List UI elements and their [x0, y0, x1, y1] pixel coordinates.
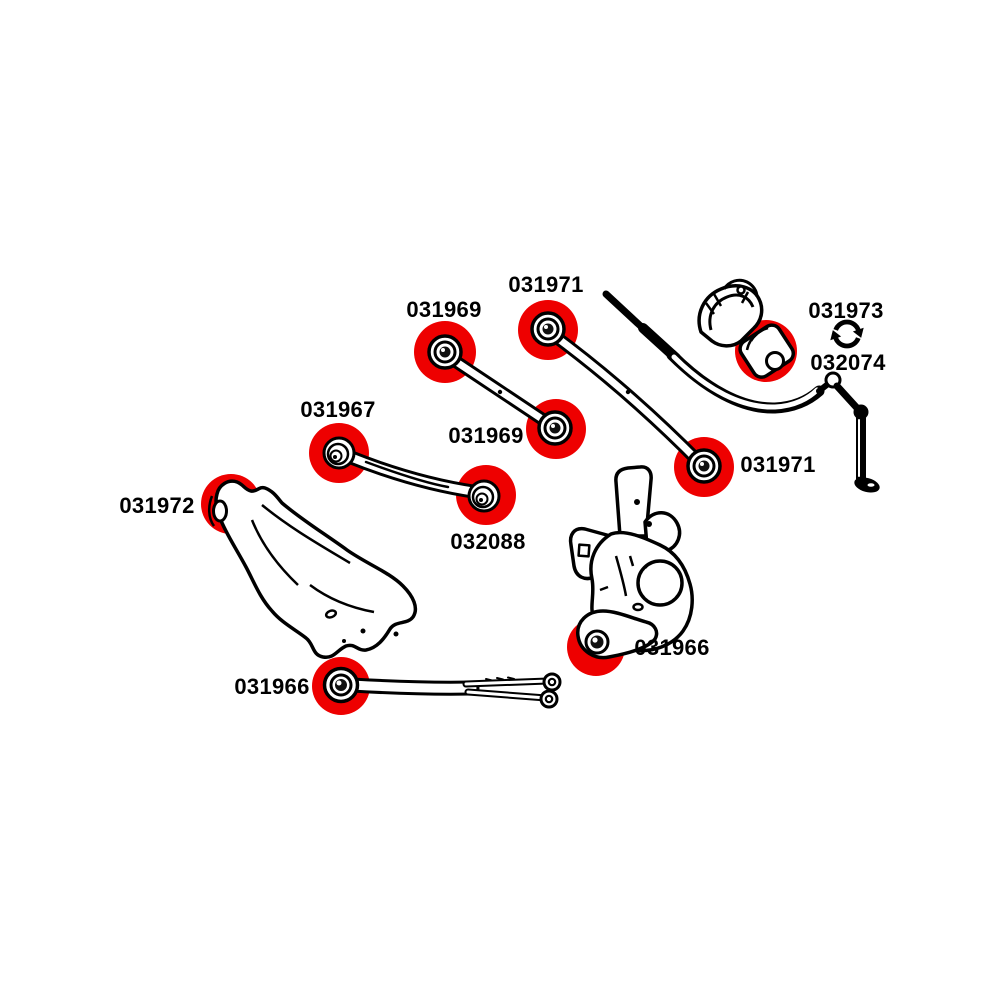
part-label-toe-arm-inner: 031971: [508, 272, 584, 297]
part-label-lower-arm-front: 031972: [119, 493, 195, 518]
upper-arm: [322, 436, 501, 513]
part-label-toe-arm-outer: 031971: [740, 452, 816, 477]
part-label-upper-arm-outer: 032088: [450, 529, 526, 554]
part-label-camber-arm-outer: 031969: [448, 423, 524, 448]
part-label-upper-arm-front: 031967: [300, 397, 376, 422]
trailing-arm: [322, 666, 562, 709]
swap-arrows-icon: [830, 319, 864, 349]
swaybar-bushing: [738, 323, 796, 379]
part-label-swaybar-option-b: 032074: [810, 350, 886, 375]
lower-control-arm: [208, 479, 418, 660]
camber-arm: [427, 334, 573, 446]
toe-arm: [530, 311, 722, 484]
swaybar-end-link: [833, 382, 880, 493]
swaybar-bracket: [697, 278, 764, 348]
part-label-trailing-arm-front: 031966: [234, 674, 310, 699]
part-label-camber-arm-inner: 031969: [406, 297, 482, 322]
part-label-knuckle: 031966: [634, 635, 710, 660]
sway-bar: [602, 290, 842, 414]
part-label-swaybar-option-a: 031973: [808, 298, 884, 323]
wheel-knuckle: [568, 465, 694, 660]
